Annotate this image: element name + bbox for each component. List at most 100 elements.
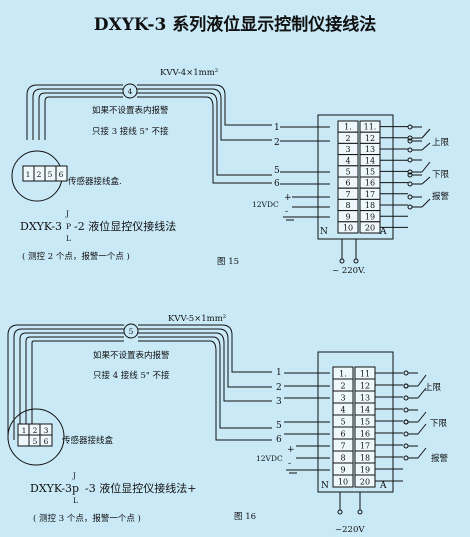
terminal-label-left: 4 [345, 156, 350, 165]
wire-5-top [137, 92, 272, 176]
ac-label-1: ~ 220V. [332, 266, 365, 276]
ac-terminal-2a [337, 509, 343, 515]
sensor-1-pins: 1 2 5 6 [26, 166, 64, 181]
relay-2-alarm: 报警 [431, 453, 449, 464]
ac-terminal-2b [357, 509, 363, 515]
terminal-label-right: 20 [365, 224, 375, 233]
sensor-2-box-label: 传感器接线盒 [62, 435, 114, 446]
terminal-label-left: 1. [344, 123, 352, 132]
wire-2-2 [138, 328, 272, 388]
power-label-1: 12VDC [252, 200, 279, 209]
relay-2-upper: 上限 [424, 383, 442, 393]
terminal-label-left: 6 [340, 430, 345, 439]
relay-terminal [403, 383, 409, 389]
relay-1-lower: 下限 [432, 170, 450, 180]
relay-1-upper: 上限 [432, 138, 450, 148]
wire-label-1-3: 5 [274, 166, 280, 176]
terminal-label-right: 19 [360, 466, 370, 475]
terminal-label-right: 14 [365, 156, 375, 165]
model-1-suffix: -2 液位显控仪接线法 [74, 219, 176, 233]
minus-sign-2: - [288, 459, 291, 469]
terminal-label-left: 10 [343, 224, 353, 233]
terminal-1-a: A [379, 227, 387, 237]
terminal-label-right: 19 [365, 212, 375, 221]
relay-terminal [403, 431, 409, 437]
cable-label-1: KVV-4×1mm² [160, 68, 218, 78]
cable-marker-1 [122, 83, 138, 99]
cable-label-2: KVV-5×1mm² [168, 314, 226, 324]
terminal-label-left: 8 [340, 454, 345, 463]
sensor-1-pin: 5 [48, 170, 53, 179]
relay-switch-blade [417, 374, 427, 387]
note-1-line1: 如果不设置表内报警 [92, 105, 169, 116]
wire-label-1-4: 6 [274, 179, 280, 189]
wire-label-1-2: 2 [274, 138, 280, 148]
terminal-label-right: 15 [360, 418, 370, 427]
cable-path-2e [31, 340, 124, 440]
wire-label-2-3: 3 [276, 397, 282, 407]
terminal-label-right: 12 [365, 134, 375, 143]
terminal-label-left: 7 [345, 190, 350, 199]
note-2-line2: 只接 4 接线 5" 不接 [93, 370, 170, 381]
cable-path-1d [44, 96, 123, 140]
terminal-label-right: 15 [365, 168, 375, 177]
relay-terminal [407, 194, 413, 200]
terminal-1-n: N [320, 227, 328, 237]
relay-switch-blade [417, 423, 427, 435]
relay-contacts-2 [403, 370, 427, 461]
cable-path-2a [7, 324, 124, 440]
terminal-label-left: 8 [345, 201, 350, 210]
wire-2-1 [138, 324, 272, 373]
relay-terminal [407, 181, 413, 187]
terminal-label-left: 3 [340, 394, 345, 403]
relay-terminal [407, 124, 413, 130]
terminal-label-left: 10 [338, 478, 348, 487]
figure-1: 图 15 [217, 257, 239, 267]
terminal-cell-left [337, 221, 359, 234]
sensor-2-pin: 6 [44, 437, 49, 446]
wire-1-top [137, 84, 272, 126]
terminal-label-right: 17 [365, 190, 375, 199]
terminal-label-left: 6 [345, 179, 350, 188]
cable-number-1: 4 [128, 87, 133, 96]
wire-label-1-1: 1 [274, 123, 280, 133]
terminal-label-left: 7 [340, 442, 345, 451]
terminal-label-right: 11. [364, 123, 377, 132]
diagram-2: 5 KVV-5×1mm² 1 2 3 5 6 如果不设置表内报警 只接 4 接线… [7, 314, 449, 535]
terminal-label-right: 14 [360, 406, 370, 415]
terminal-label-right: 18 [365, 201, 375, 210]
relay-switch-blade [417, 447, 427, 459]
sensor-2-pin: 1 [22, 426, 27, 435]
ground-icon [283, 216, 297, 221]
terminal-cell-left [332, 474, 354, 488]
terminal-label-left: 4 [340, 406, 345, 415]
relay-switch-blade [421, 128, 431, 139]
relay-terminal [403, 407, 409, 413]
terminal-label-right: 18 [360, 454, 370, 463]
terminal-label-left: 2 [345, 134, 350, 143]
relay-1-alarm: 报警 [432, 191, 450, 202]
model-1-mid: P [66, 222, 71, 231]
model-2-sup: J [72, 471, 76, 480]
terminal-label-right: 13 [360, 394, 370, 403]
cable-path-1a [26, 84, 123, 140]
model-1-sup: J [65, 209, 69, 218]
wire-2-5 [138, 336, 272, 429]
terminal-2-a: A [379, 481, 387, 491]
sensor-2 [7, 408, 65, 466]
terminal-label-right: 17 [360, 442, 370, 451]
terminal-block-2-frame [317, 351, 394, 493]
cable-path-1c [38, 92, 123, 140]
relay-2-lower: 下限 [430, 419, 448, 429]
terminal-label-left: 5 [345, 168, 350, 177]
sensor-2-pin: 5 [33, 437, 38, 446]
cable-path-2d [25, 336, 124, 440]
ac-terminal-1b [353, 258, 359, 264]
wire-label-2-5: 6 [276, 435, 282, 445]
relay-terminal [407, 204, 413, 210]
sensor-1-pin: 6 [59, 170, 64, 179]
cable-path-1b [32, 88, 123, 140]
